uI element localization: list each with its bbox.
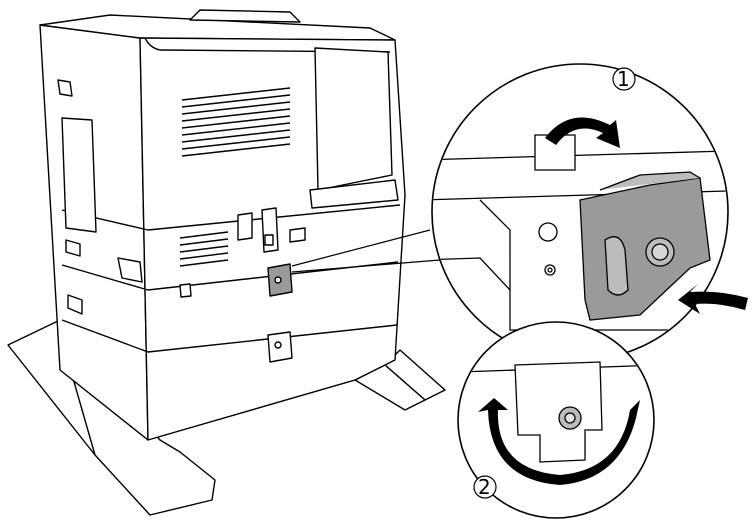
zoom-circle-step2: 2 — [457, 321, 655, 519]
rotate-arrow-icon — [545, 117, 620, 148]
step2-number: 2 — [478, 475, 491, 499]
printer-illustration — [39, 9, 406, 441]
insert-arrow-icon — [678, 284, 748, 314]
step1-number: 1 — [617, 67, 630, 91]
zoom-circle-step1: 1 — [431, 63, 748, 361]
callout-lines — [291, 229, 441, 273]
rotate-arrow-icon — [488, 400, 640, 485]
